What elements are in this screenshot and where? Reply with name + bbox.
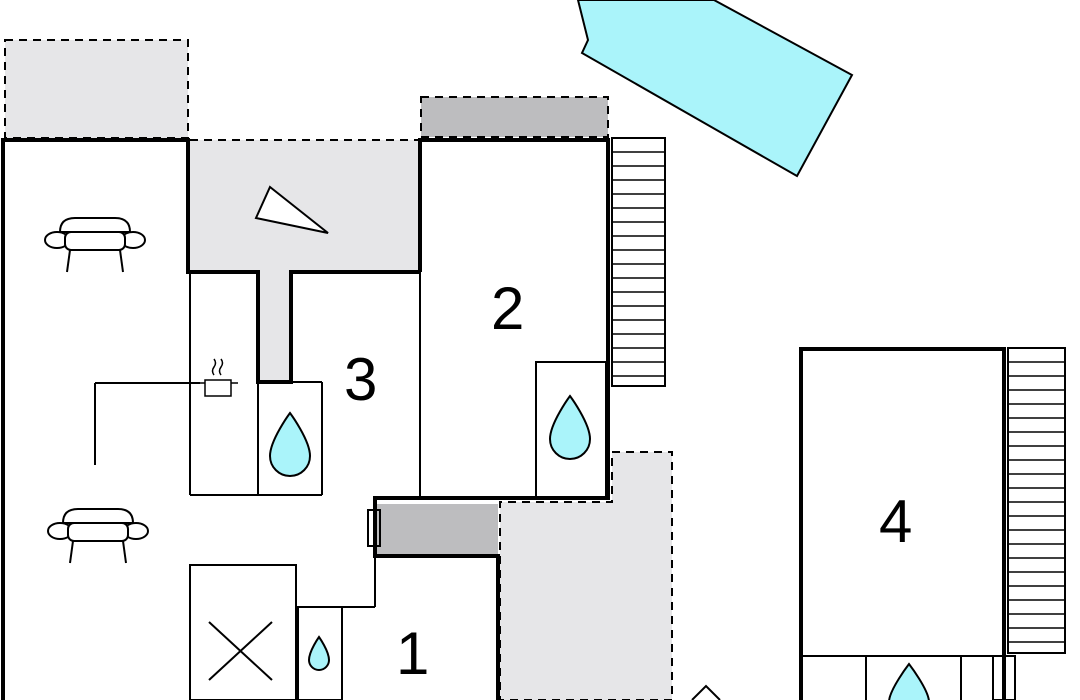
water-drop-icon bbox=[548, 394, 592, 460]
room-3-label: 3 bbox=[344, 346, 377, 413]
water-drop-icon bbox=[268, 411, 312, 477]
pool-icon bbox=[576, 0, 854, 178]
stairs-icon bbox=[1007, 347, 1066, 654]
terrace-top-left bbox=[4, 39, 189, 139]
water-drop-icon bbox=[888, 662, 930, 700]
covered-passage bbox=[375, 504, 498, 556]
room-2-label: 2 bbox=[491, 275, 524, 342]
water-drop-icon bbox=[307, 635, 331, 671]
house-4-wall bbox=[799, 347, 1006, 700]
entrance-marker bbox=[691, 684, 721, 700]
compass-triangle-icon bbox=[254, 185, 329, 234]
courtyard bbox=[190, 140, 420, 382]
house-4-interior bbox=[801, 655, 1016, 700]
sofa-icon bbox=[44, 217, 146, 273]
bed-cross-icon bbox=[208, 621, 273, 681]
interior-walls bbox=[94, 272, 607, 700]
room-4-label: 4 bbox=[879, 488, 912, 555]
cooking-pot-icon bbox=[198, 358, 238, 397]
main-house-wall bbox=[1, 138, 420, 700]
sofa-icon bbox=[47, 508, 149, 564]
terrace-top-room-2 bbox=[420, 96, 609, 138]
terrace-right bbox=[499, 451, 673, 700]
room-1-label: 1 bbox=[396, 620, 429, 687]
stairs-icon bbox=[611, 137, 666, 387]
